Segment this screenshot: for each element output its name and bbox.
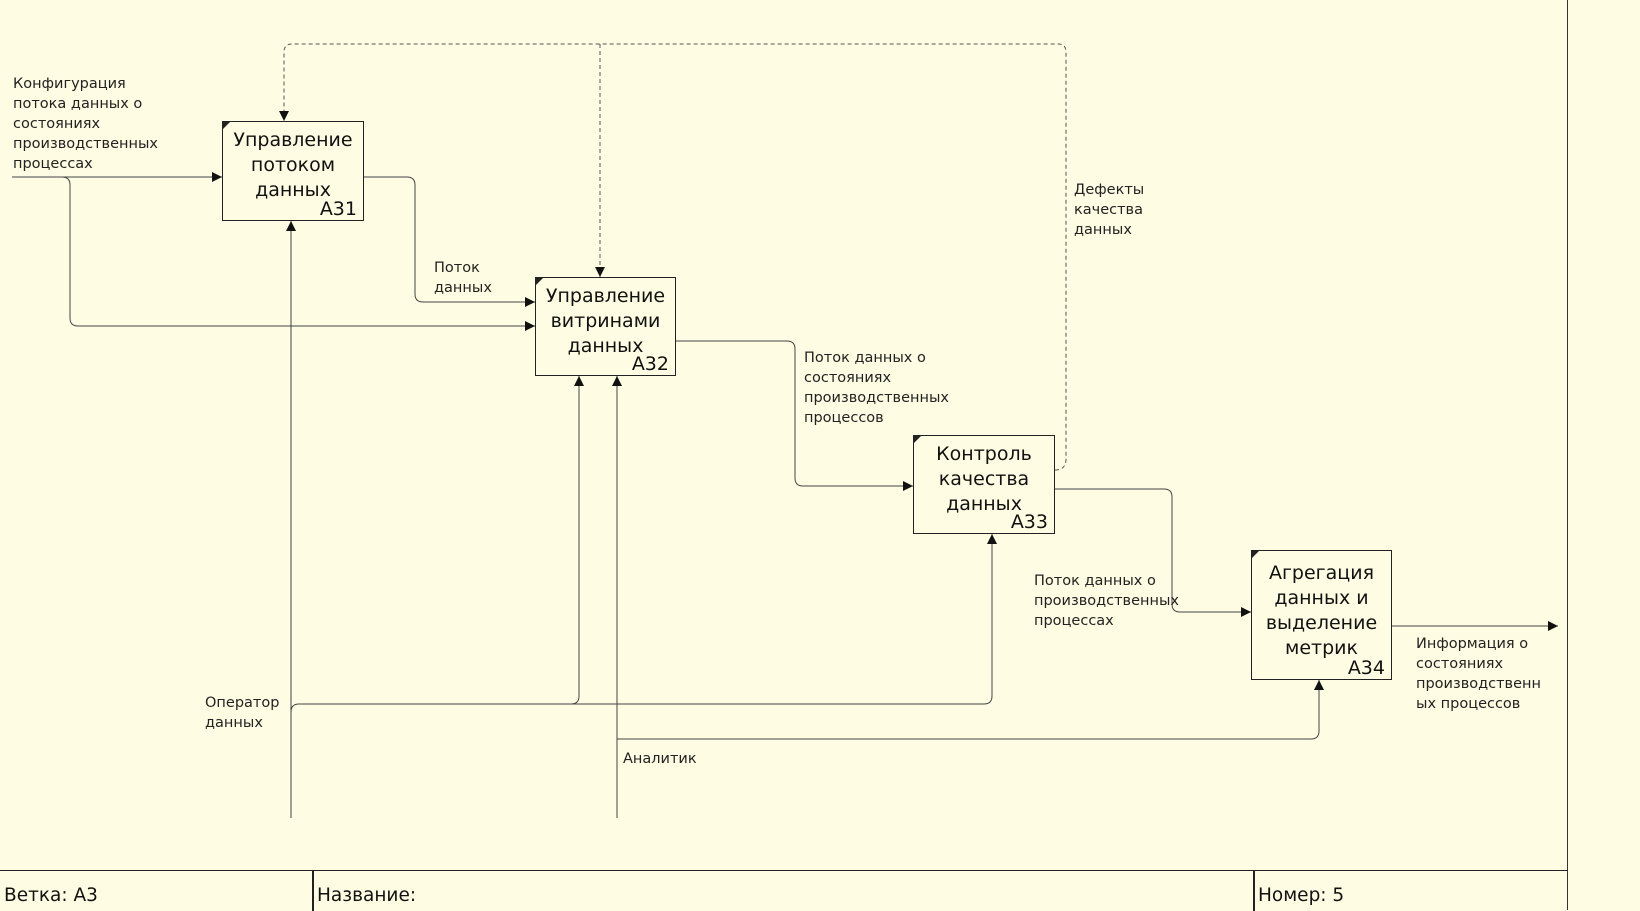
box-a31-number: A31 [319, 198, 357, 220]
label-flow-processes: Поток данных о производственных процесса… [1034, 573, 1180, 629]
label-operator: Оператор данных [205, 695, 280, 731]
arrow-a31-to-a32 [364, 176, 535, 307]
label-flow-states: Поток данных о состояниях производственн… [804, 350, 950, 426]
label-analyst: Аналитик [623, 751, 697, 767]
diagram-footer: Ветка: A3 Название: Номер: 5 [0, 870, 1568, 911]
box-a34-title: Агрегация данных и выделение метрик [1265, 562, 1378, 659]
arrow-a33-to-a34 [1055, 488, 1251, 617]
box-a33[interactable]: Контроль качества данных A33 [913, 435, 1055, 534]
box-a32-number: A32 [631, 353, 669, 375]
arrow-operator-to-a32 [290, 376, 584, 713]
box-a31-title: Управление потоком данных [233, 129, 353, 201]
label-info: Информация о состояниях производственн ы… [1416, 636, 1541, 712]
page-border [1567, 0, 1568, 910]
label-flow: Поток данных [434, 260, 492, 296]
label-defects: Дефекты качества данных [1074, 182, 1145, 238]
footer-number: Номер: 5 [1258, 885, 1345, 906]
arrow-operator-to-a33 [571, 534, 997, 705]
box-a34-number: A34 [1347, 657, 1385, 679]
label-config: Конфигурация потока данных о состояниях … [13, 76, 159, 172]
arrow-a32-to-a33 [676, 340, 913, 491]
arrow-config-to-a32 [61, 176, 535, 331]
footer-branch: Ветка: A3 [4, 885, 98, 906]
box-a34[interactable]: Агрегация данных и выделение метрик A34 [1251, 550, 1392, 680]
box-a32-title: Управление витринами данных [545, 285, 666, 357]
footer-name: Название: [317, 885, 417, 906]
arrow-analyst-to-a34 [617, 680, 1324, 740]
box-a32[interactable]: Управление витринами данных A32 [535, 277, 676, 376]
arrow-defects-feedback [279, 43, 1067, 471]
box-a33-number: A33 [1010, 511, 1048, 533]
idef0-diagram [12, 43, 1558, 818]
box-a31[interactable]: Управление потоком данных A31 [222, 121, 364, 221]
box-a33-title: Контроль качества данных [936, 443, 1032, 515]
